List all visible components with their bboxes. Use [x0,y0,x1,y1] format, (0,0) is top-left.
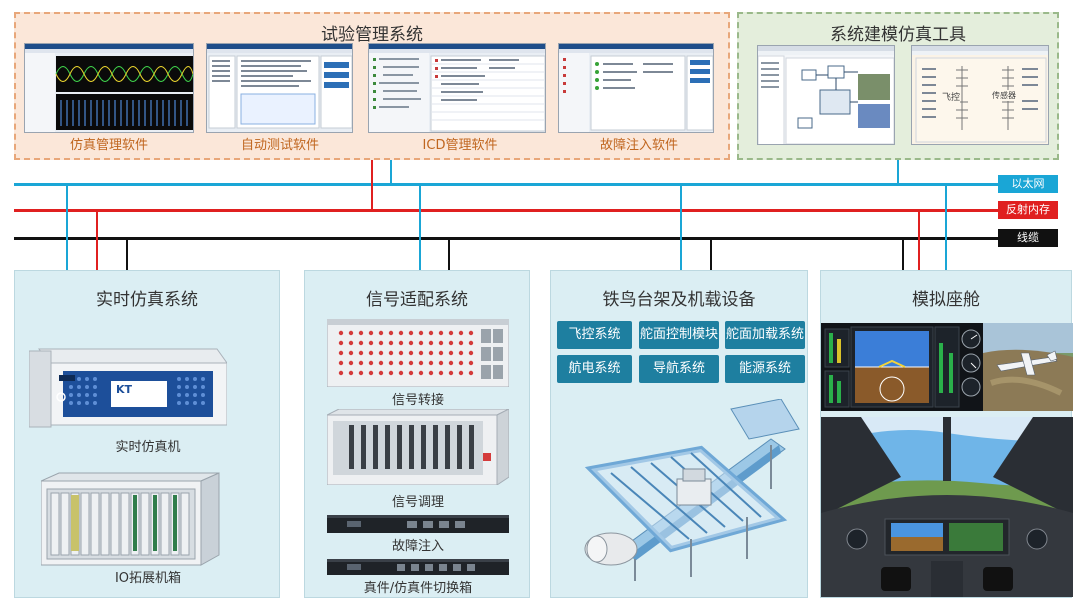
modeling-tool-group: 系统建模仿真工具 飞控 传感器 [737,12,1059,160]
iron-bird-title: 铁鸟台架及机载设备 [602,290,756,310]
connector-line [66,183,68,270]
software-label-icd-management: ICD管理软件 [422,138,498,153]
realtime-simulation-title: 实时仿真系统 [96,290,198,310]
fault-injection-label: 故障注入 [391,539,444,554]
test-management-group: 试验管理系统 仿真管理软件 [14,12,730,160]
subsystem-control-surface-loading: 舵面加载系统 [725,321,805,349]
connector-line [448,237,450,270]
connector-line [390,160,392,185]
iron-bird-group: 铁鸟台架及机载设备 飞控系统 舵面控制模块 舵面加载系统 航电系统 导航系统 能… [550,270,808,598]
signal-conditioning-label: 信号调理 [391,495,444,510]
ethernet-bus-tag: 以太网 [998,175,1058,193]
subsystem-avionics: 航电系统 [557,355,632,383]
connector-line [897,160,899,185]
realtime-simulator-label: 实时仿真机 [115,440,181,455]
cockpit-view-image [821,417,1073,597]
subsystem-navigation: 导航系统 [639,355,719,383]
test-management-title: 试验管理系统 [321,25,423,45]
software-label-simulation-management: 仿真管理软件 [69,138,148,153]
iron-bird-rig-illustration [584,399,800,581]
simulation-management-screenshot [24,43,194,133]
cable-bus-tag: 线缆 [998,229,1058,247]
signal-transfer-device [327,319,509,387]
connector-line [371,160,373,211]
fault-injection-device [327,515,509,533]
connector-line [419,183,421,270]
subsystem-power: 能源系统 [725,355,805,383]
realtime-simulation-group: 实时仿真系统 KT 实时仿真机 [14,270,280,598]
modeling-sensor-text: 传感器 [992,90,1016,101]
fault-injection-screenshot [558,43,714,133]
modeling-screenshot-1 [757,45,895,145]
connector-line [902,237,904,270]
software-label-automatic-test: 自动测试软件 [240,138,319,153]
signal-conditioning-device [327,409,509,485]
connector-line [945,183,947,270]
reflective-memory-bus-line [14,209,998,212]
real-sim-switch-label: 真件/仿真件切换箱 [363,581,473,596]
io-expansion-chassis-label: IO拓展机箱 [114,571,182,586]
connector-line [126,237,128,270]
simulated-cockpit-group: 模拟座舱 [820,270,1073,598]
cable-bus-line [14,237,998,240]
ethernet-bus-line [14,183,998,186]
realtime-simulator-device [29,348,227,428]
modeling-screenshot-2: 飞控 传感器 [911,45,1049,145]
realtime-simulator-logo: KT [116,383,133,396]
connector-line [710,237,712,270]
automatic-test-screenshot [206,43,353,133]
software-label-fault-injection: 故障注入软件 [599,138,678,153]
modeling-tool-title: 系统建模仿真工具 [830,25,966,45]
connector-line [96,209,98,270]
connector-line [918,209,920,270]
reflective-memory-bus-tag: 反射内存 [998,201,1058,219]
simulated-cockpit-title: 模拟座舱 [912,290,980,310]
io-expansion-chassis-device [41,472,220,566]
cockpit-instrument-display [821,323,1073,411]
modeling-flight-control-text: 飞控 [942,90,961,103]
signal-adaptation-group: 信号适配系统 信号转接 信号调理 故障注入 [304,270,530,598]
signal-transfer-label: 信号转接 [391,393,444,408]
icd-management-screenshot [368,43,546,133]
real-sim-switch-device [327,559,509,575]
connector-line [680,183,682,270]
subsystem-flight-control: 飞控系统 [557,321,632,349]
signal-adaptation-title: 信号适配系统 [366,290,468,310]
subsystem-control-surface-module: 舵面控制模块 [639,321,719,349]
